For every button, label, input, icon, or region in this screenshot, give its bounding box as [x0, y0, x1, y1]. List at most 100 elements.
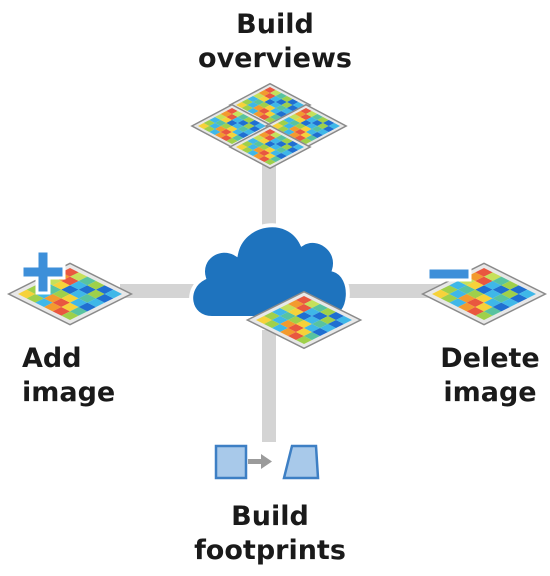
label-build-footprints: Build footprints	[180, 500, 360, 568]
raster-cell	[466, 307, 484, 316]
footprints-icon	[214, 444, 320, 480]
raster-cell	[492, 285, 510, 294]
footprint-square-icon	[214, 444, 248, 480]
raster-cell	[78, 302, 96, 312]
raster-cell	[78, 294, 96, 303]
raster-cell	[258, 90, 270, 96]
raster-cell	[440, 294, 458, 303]
raster-cell	[61, 276, 79, 286]
raster-cell	[209, 123, 221, 129]
label-build-overviews-line1: Build	[236, 9, 314, 40]
raster-cell	[440, 285, 458, 294]
label-add-image: Add image	[22, 342, 132, 410]
label-delete-image: Delete image	[432, 342, 548, 410]
raster-cell	[283, 123, 295, 129]
raster-cell	[300, 132, 312, 138]
raster-cell	[243, 117, 255, 123]
raster-cell	[258, 108, 270, 114]
raster-cell	[311, 120, 323, 126]
raster-cell	[258, 138, 270, 144]
raster-cell	[484, 272, 502, 281]
raster-cell	[501, 289, 519, 299]
raster-cell	[475, 268, 493, 277]
raster-cell	[203, 120, 215, 126]
label-build-overviews: Build overviews	[190, 8, 360, 76]
raster-cell	[249, 120, 261, 126]
raster-cell	[311, 114, 323, 120]
raster-cell	[258, 156, 270, 162]
raster-cell	[226, 108, 238, 114]
raster-cell	[281, 96, 293, 102]
raster-cell	[220, 129, 232, 135]
raster-cell	[87, 289, 105, 299]
raster-cell	[264, 135, 276, 141]
raster-cell	[300, 108, 312, 114]
raster-cell	[226, 132, 238, 138]
raster-cell	[275, 93, 287, 99]
raster-cell	[475, 276, 493, 286]
raster-cell	[292, 144, 304, 150]
raster-cell	[52, 298, 70, 307]
raster-cell	[258, 144, 270, 150]
raster-cell	[258, 150, 270, 156]
raster-cell	[264, 147, 276, 153]
raster-cell	[52, 307, 70, 316]
raster-cell	[275, 105, 287, 111]
raster-cell	[264, 99, 276, 105]
raster-cell	[501, 281, 519, 290]
raster-cell	[264, 111, 276, 117]
minus-icon	[426, 266, 472, 282]
raster-cell	[283, 117, 295, 123]
raster-cell	[70, 289, 88, 299]
label-build-overviews-line2: overviews	[198, 43, 352, 74]
raster-cell	[264, 129, 276, 135]
raster-cell	[300, 114, 312, 120]
arrow-icon	[248, 454, 272, 469]
raster-cell	[237, 132, 249, 138]
raster-cell	[311, 132, 323, 138]
raster-cell	[220, 111, 232, 117]
raster-cell	[249, 126, 261, 132]
raster-cell	[510, 285, 528, 294]
raster-cell	[26, 294, 44, 303]
raster-cell	[475, 285, 493, 294]
raster-cell	[300, 120, 312, 126]
raster-cell	[281, 138, 293, 144]
raster-cell	[258, 96, 270, 102]
cloud-tile-icon	[245, 290, 363, 350]
raster-cell	[311, 126, 323, 132]
raster-cell	[281, 102, 293, 108]
raster-cell	[35, 298, 53, 307]
raster-cell	[501, 298, 519, 307]
raster-cell	[220, 117, 232, 123]
raster-cell	[449, 281, 467, 290]
raster-cell	[264, 105, 276, 111]
raster-cell	[466, 289, 484, 299]
raster-cell	[336, 316, 352, 324]
footprint-polygon-icon	[282, 444, 320, 480]
raster-cell	[203, 126, 215, 132]
label-add-image-line1: Add	[22, 343, 82, 374]
raster-cell	[78, 285, 96, 294]
raster-cell	[70, 307, 88, 316]
raster-cell	[458, 302, 476, 312]
raster-cell	[226, 114, 238, 120]
raster-cell	[78, 276, 96, 286]
raster-cell	[237, 120, 249, 126]
raster-cell	[317, 117, 329, 123]
raster-cell	[241, 147, 253, 153]
raster-cell	[241, 141, 253, 147]
raster-cell	[466, 298, 484, 307]
raster-cell	[96, 294, 114, 303]
raster-cell	[300, 126, 312, 132]
raster-cell	[61, 294, 79, 303]
plus-icon	[20, 249, 66, 295]
raster-cell	[518, 289, 536, 299]
raster-cell	[484, 307, 502, 316]
raster-cell	[258, 102, 270, 108]
raster-cell	[317, 123, 329, 129]
raster-cell	[275, 99, 287, 105]
raster-cell	[220, 123, 232, 129]
raster-cell	[317, 129, 329, 135]
raster-cell	[281, 150, 293, 156]
